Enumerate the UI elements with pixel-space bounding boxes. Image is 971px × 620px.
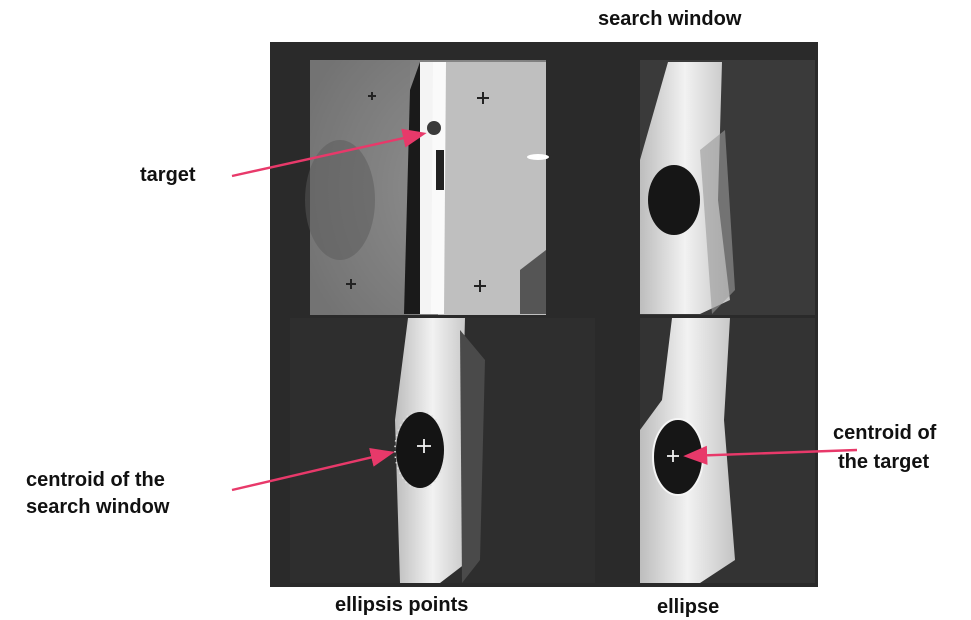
panel-search-window bbox=[640, 60, 815, 315]
target-label: target bbox=[140, 162, 196, 188]
centroid-search-label-line1: centroid of the bbox=[26, 467, 165, 493]
ellipsis-points-label: ellipsis points bbox=[335, 592, 468, 618]
panel-ellipsis-points bbox=[290, 318, 595, 583]
search-window-label: search window bbox=[598, 6, 741, 32]
ellipse-label: ellipse bbox=[657, 594, 719, 620]
centroid-search-label-line2: search window bbox=[26, 494, 169, 520]
centroid-target-label-line2: the target bbox=[838, 449, 929, 475]
panel-ellipse bbox=[640, 318, 815, 583]
panel-raw-image bbox=[305, 60, 549, 315]
centroid-target-label-line1: centroid of bbox=[833, 420, 936, 446]
